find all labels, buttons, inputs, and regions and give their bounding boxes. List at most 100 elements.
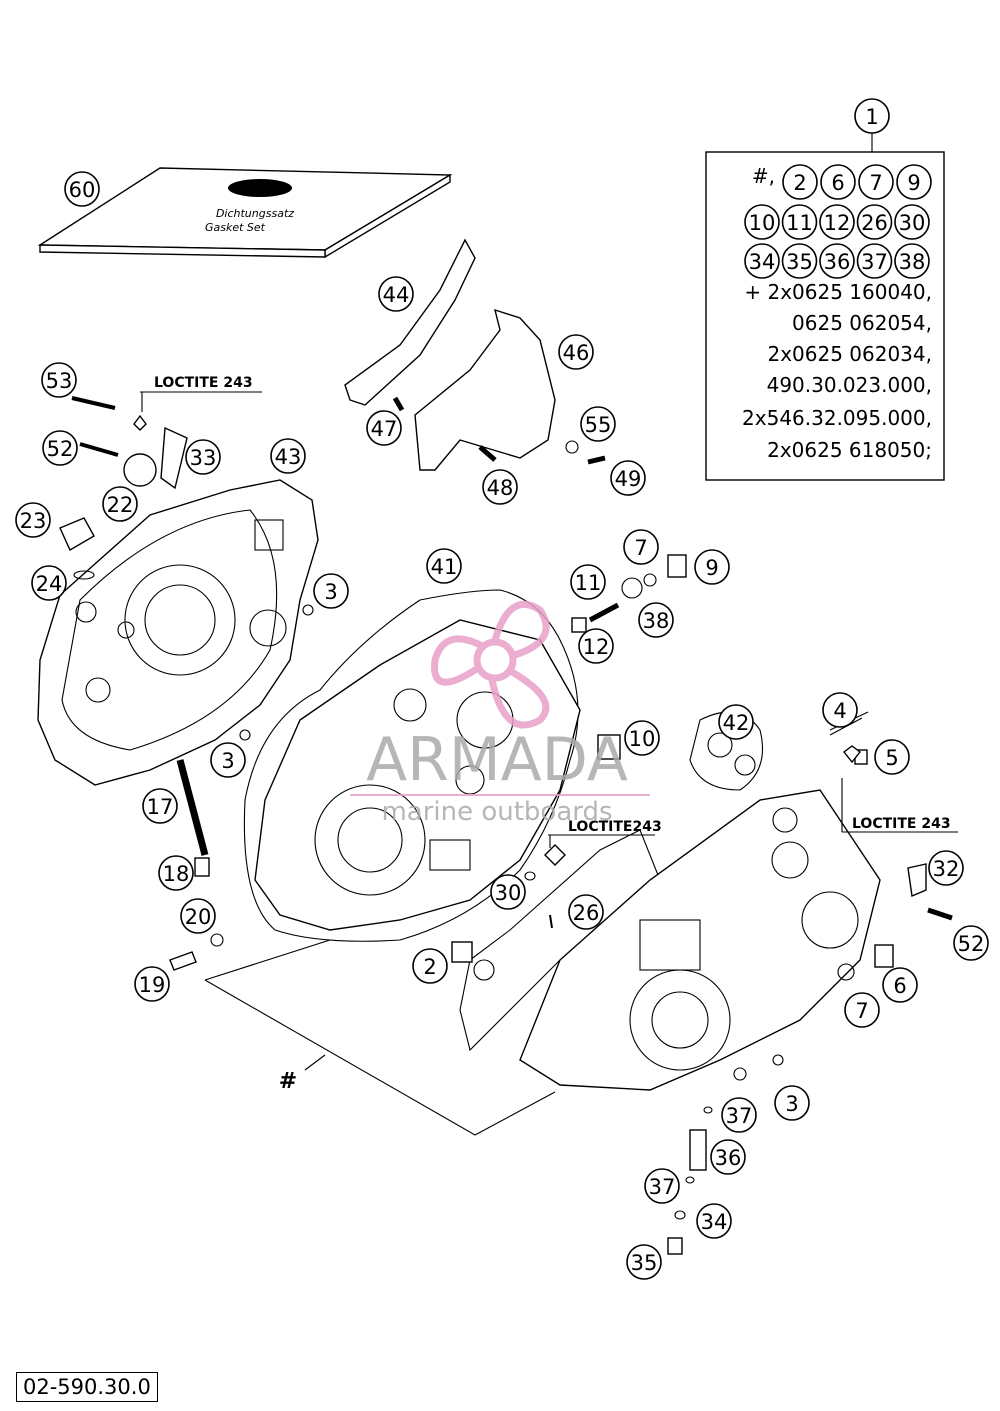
kit-line-3: 2x0625 062034, [767, 342, 932, 366]
callout-number: 3 [785, 1092, 798, 1116]
callout-number: 26 [573, 901, 600, 925]
diagram-code: 02-590.30.0 [16, 1372, 158, 1402]
clutch-cover [37, 479, 319, 786]
callout-circle [185, 439, 221, 475]
callout-22: 22 [102, 486, 138, 522]
callout-number: 34 [701, 1210, 728, 1234]
kit-item-38: 38 [894, 243, 930, 279]
kit-item-number: 11 [786, 211, 813, 235]
callout-9: 9 [694, 549, 730, 585]
callout-circle [482, 469, 518, 505]
callout-19: 19 [134, 966, 170, 1002]
kit-item-number: 2 [793, 171, 806, 195]
callout-circle [570, 564, 606, 600]
callout-number: 60 [69, 178, 96, 202]
callout-number: 6 [893, 974, 906, 998]
callout-circle [490, 874, 526, 910]
callout-number: 49 [615, 467, 642, 491]
callout-23: 23 [15, 502, 51, 538]
callout-52: 52 [953, 925, 989, 961]
callout-number: 46 [563, 341, 590, 365]
callout-number: 48 [487, 476, 514, 500]
callout-number: 24 [36, 572, 63, 596]
callout-36: 36 [710, 1139, 746, 1175]
callout-number: 47 [371, 417, 398, 441]
callout-4: 4 [822, 692, 858, 728]
callout-circle [180, 898, 216, 934]
kit-item-6: 6 [820, 164, 856, 200]
callout-number: 7 [634, 536, 647, 560]
callout-number: 55 [585, 413, 612, 437]
kit-item-circle [819, 204, 855, 240]
callout-circle [210, 742, 246, 778]
watermark-brand: ARMADA [366, 725, 628, 795]
kit-item-10: 10 [744, 204, 780, 240]
callout-circle [31, 565, 67, 601]
kit-item-circle [819, 243, 855, 279]
callout-number: 9 [705, 556, 718, 580]
callout-circle [426, 548, 462, 584]
callout-number: 44 [383, 283, 410, 307]
kit-line-2: 0625 062054, [792, 311, 932, 335]
kit-item-circle [782, 164, 818, 200]
callout-3: 3 [210, 742, 246, 778]
callout-number: 33 [190, 446, 217, 470]
callout-number: 23 [20, 509, 47, 533]
callout-number: 32 [933, 857, 960, 881]
callout-circle [694, 549, 730, 585]
callout-number: 22 [107, 493, 134, 517]
kit-item-number: 26 [861, 211, 888, 235]
callout-18: 18 [158, 855, 194, 891]
armada-watermark: ARMADA marine outboards [350, 600, 650, 827]
loctite-note-middle: LOCTITE243 [568, 819, 662, 835]
callout-7: 7 [623, 529, 659, 565]
callout-circle [882, 967, 918, 1003]
callout-circle [710, 1139, 746, 1175]
callout-38: 38 [638, 602, 674, 638]
callout-20: 20 [180, 898, 216, 934]
callout-10: 10 [624, 720, 660, 756]
kit-item-30: 30 [894, 204, 930, 240]
callout-47: 47 [366, 410, 402, 446]
callout-41: 41 [426, 548, 462, 584]
kit-item-number: 30 [899, 211, 926, 235]
callout-number: 42 [723, 711, 750, 735]
callout-26: 26 [568, 894, 604, 930]
kit-item-circle [744, 243, 780, 279]
kit-item-number: 34 [749, 250, 776, 274]
callout-circle [696, 1203, 732, 1239]
callout-48: 48 [482, 469, 518, 505]
gasket-set-line2: Gasket Set [205, 221, 266, 234]
callout-60: 60 [64, 171, 100, 207]
callout-number: 10 [629, 727, 656, 751]
callout-7: 7 [844, 992, 880, 1028]
callout-49: 49 [610, 460, 646, 496]
kit-item-circle [781, 204, 818, 240]
callout-circle [580, 406, 616, 442]
callout-number: 19 [139, 973, 166, 997]
chain-guard-bracket [344, 238, 556, 471]
kit-item-36: 36 [819, 243, 855, 279]
kit-line-4: 490.30.023.000, [767, 373, 932, 397]
kit-line-6: 2x0625 618050; [767, 438, 932, 462]
callout-number: 52 [47, 437, 74, 461]
callout-circle [102, 486, 138, 522]
propeller-logo-icon [431, 600, 550, 729]
callout-circle [41, 362, 77, 398]
kit-item-number: 37 [861, 250, 888, 274]
callout-circle [854, 98, 890, 134]
kit-item-circle [744, 204, 780, 240]
kit-item-11: 11 [781, 204, 818, 240]
callout-circle [624, 720, 660, 756]
callout-34: 34 [696, 1203, 732, 1239]
kit-item-37: 37 [856, 243, 893, 279]
callout-number: 35 [631, 1251, 658, 1275]
callout-12: 12 [578, 628, 614, 664]
callout-number: 3 [221, 749, 234, 773]
callout-circle [558, 334, 594, 370]
callout-circle [366, 410, 402, 446]
callout-circle [718, 704, 754, 740]
callout-circle [270, 438, 306, 474]
kit-line-1: + 2x0625 160040, [744, 280, 932, 304]
